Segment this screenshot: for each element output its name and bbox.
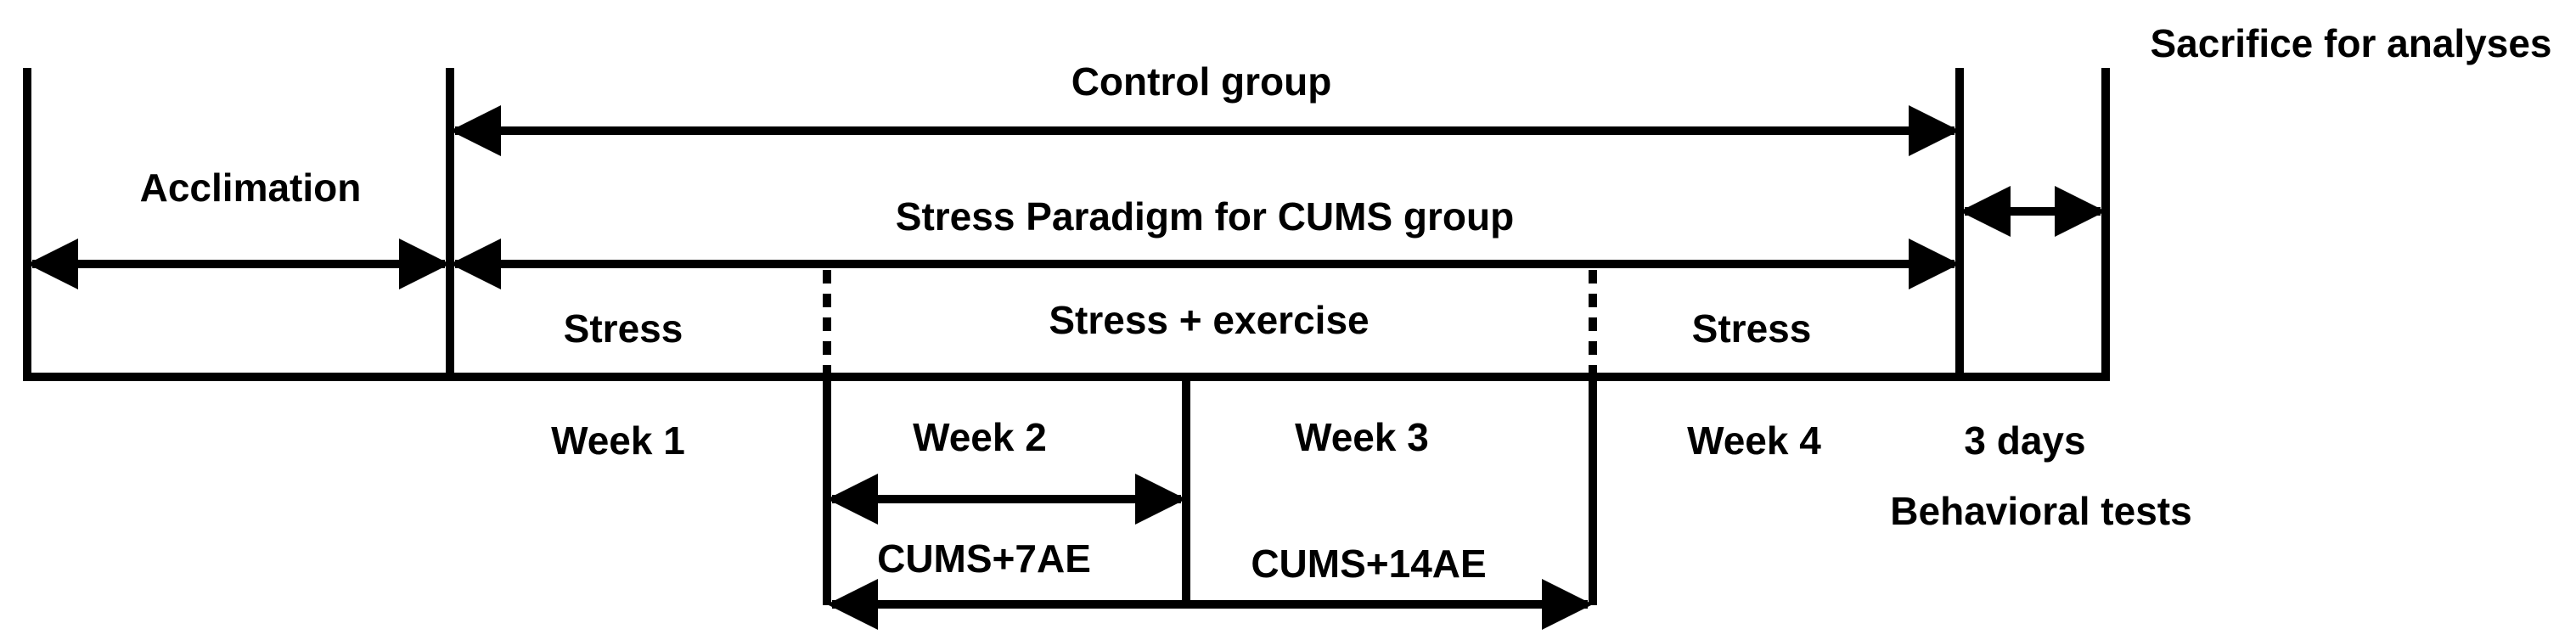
- stress-label-week1: Stress: [564, 306, 683, 351]
- cums-7ae-label: CUMS+7AE: [877, 536, 1091, 581]
- stress-paradigm-label: Stress Paradigm for CUMS group: [896, 194, 1514, 239]
- week-2-label: Week 2: [913, 415, 1047, 459]
- week-1-label: Week 1: [551, 418, 685, 463]
- control-group-label: Control group: [1071, 59, 1332, 104]
- week-3-label: Week 3: [1295, 415, 1429, 459]
- sacrifice-label: Sacrifice for analyses: [2150, 21, 2551, 65]
- behavioral-tests-label: Behavioral tests: [1890, 489, 2191, 533]
- stress-label-week4: Stress: [1692, 306, 1812, 351]
- acclimation-label: Acclimation: [140, 166, 362, 210]
- three-days-label: 3 days: [1964, 418, 2085, 463]
- week-4-label: Week 4: [1687, 418, 1821, 463]
- cums-14ae-label: CUMS+14AE: [1251, 542, 1486, 586]
- stress-exercise-label: Stress + exercise: [1049, 298, 1369, 342]
